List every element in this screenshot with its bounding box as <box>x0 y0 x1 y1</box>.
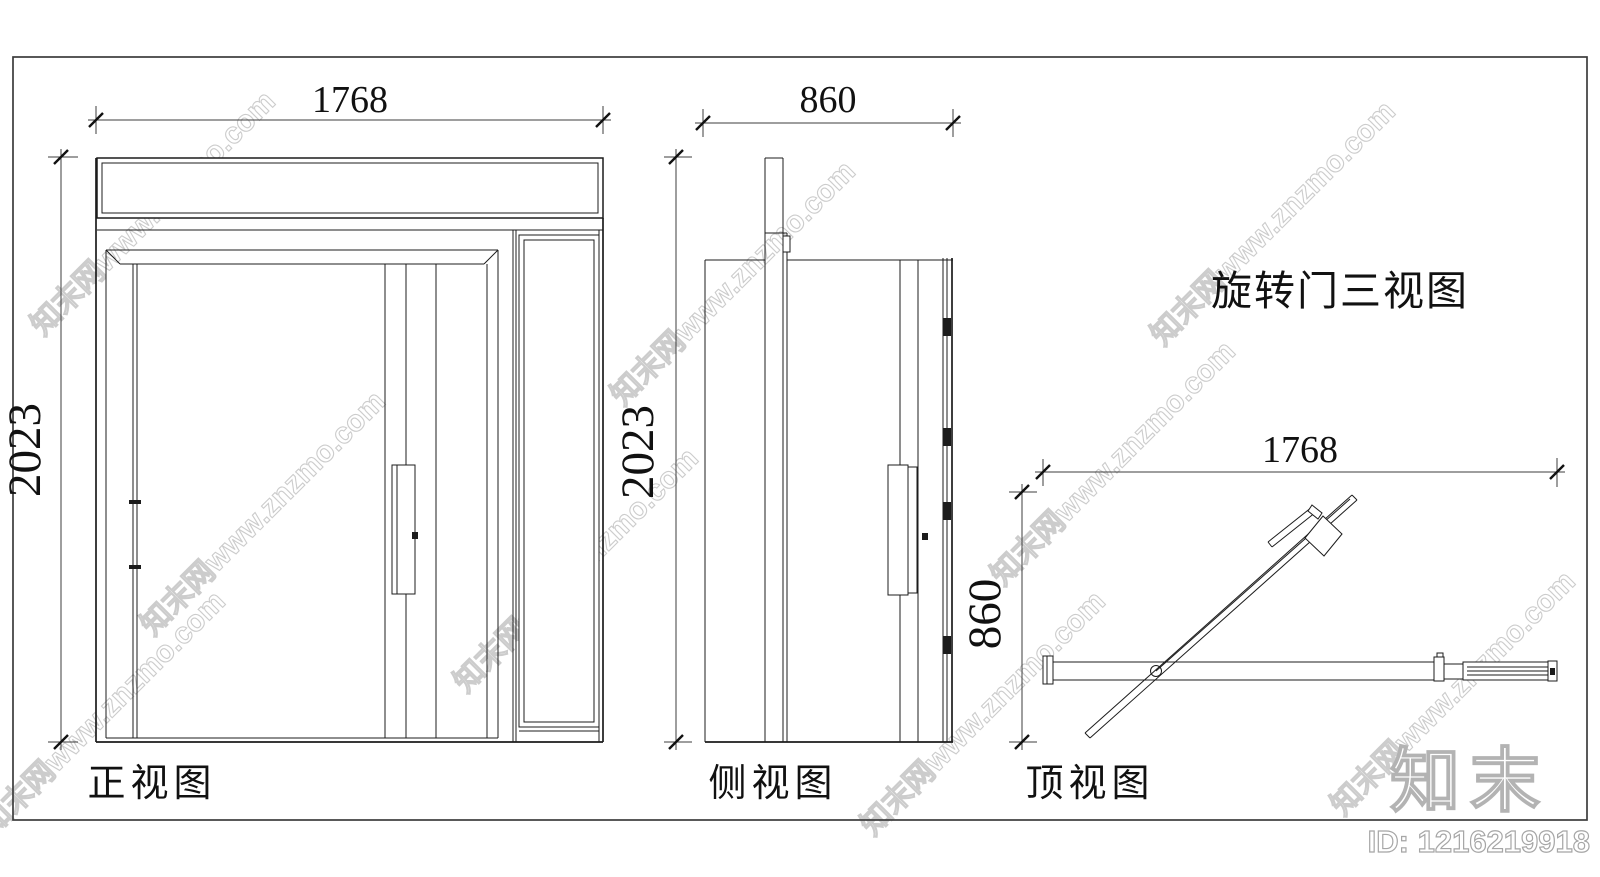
front-height-dimension: 2023 <box>0 149 78 750</box>
front-view: 1768 2023 正视图 <box>0 79 611 805</box>
side-keyhole <box>922 533 928 540</box>
side-view-linework <box>704 157 953 743</box>
front-width-dim-label: 1768 <box>312 79 388 121</box>
watermark-text: 知末网www.znzmo.com <box>985 335 1242 592</box>
front-door-handle <box>391 464 416 595</box>
side-door-handle <box>887 464 909 596</box>
side-view-label: 侧视图 <box>708 763 837 805</box>
top-view-handle-block <box>1304 515 1343 557</box>
watermark-text: 知末网www.znzmo.com <box>135 385 392 642</box>
side-view: 860 2023 侧视图 <box>612 79 961 805</box>
side-height-dimension: 2023 <box>612 149 692 750</box>
front-height-dim-label: 2023 <box>0 403 51 497</box>
top-depth-dimension: 860 <box>959 484 1037 750</box>
side-width-dimension: 860 <box>695 79 961 137</box>
top-view-linework <box>1042 494 1558 739</box>
id-label: ID: 1216219918 <box>1368 824 1590 859</box>
side-width-dim-label: 860 <box>800 79 857 121</box>
top-depth-dim-label: 860 <box>959 579 1011 650</box>
top-view: 1768 860 顶视图 <box>959 429 1565 805</box>
znzmo-logo: 知末 <box>1390 742 1550 820</box>
front-view-linework <box>95 157 604 743</box>
border-frame <box>12 56 1588 821</box>
front-view-label: 正视图 <box>87 763 216 805</box>
drawing-title: 旋转门三视图 <box>1211 268 1469 314</box>
top-width-dimension: 1768 <box>1035 429 1565 487</box>
watermark-text: 知末网www.znzmo.com <box>605 155 862 412</box>
top-view-label: 顶视图 <box>1025 763 1154 805</box>
side-height-dim-label: 2023 <box>612 405 664 499</box>
front-width-dimension: 1768 <box>88 79 611 134</box>
top-width-dim-label: 1768 <box>1262 429 1338 471</box>
front-keyhole <box>412 532 418 539</box>
